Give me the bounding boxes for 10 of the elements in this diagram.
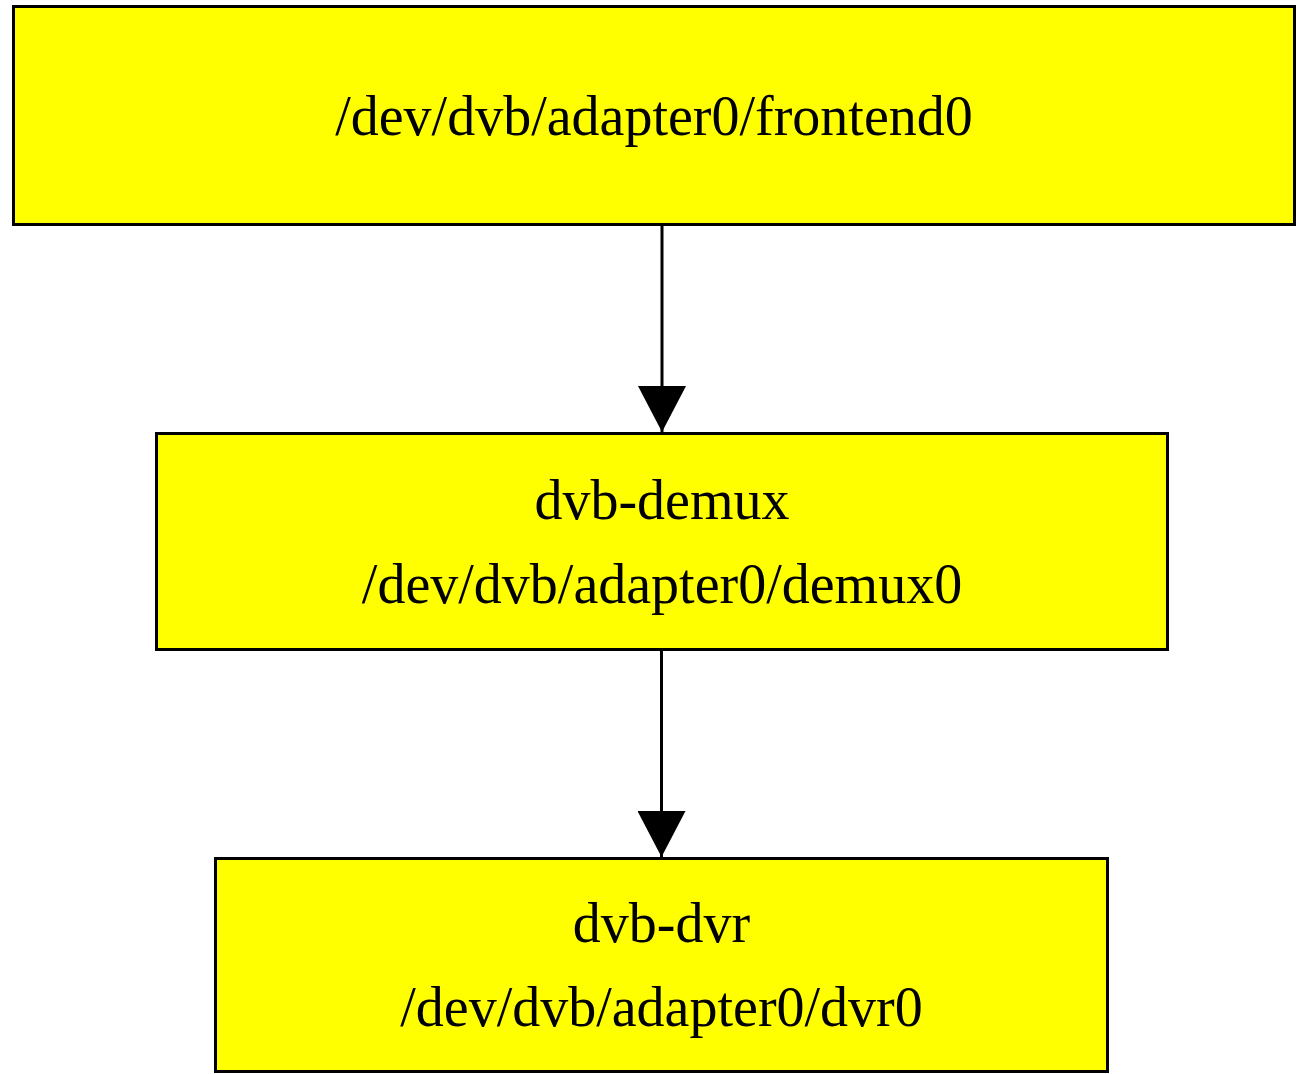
node-label: dvb-demux xyxy=(534,467,790,533)
arrow xyxy=(637,651,686,857)
process-box xyxy=(155,432,1169,651)
node-label: dvb-dvr xyxy=(572,891,751,956)
process-box xyxy=(12,5,1296,226)
process-box xyxy=(214,857,1109,1073)
arrow xyxy=(638,226,686,432)
node-label: /dev/dvb/adapter0/frontend0 xyxy=(335,83,973,149)
node-label: /dev/dvb/adapter0/demux0 xyxy=(361,551,963,617)
node-label: /dev/dvb/adapter0/dvr0 xyxy=(400,975,923,1040)
